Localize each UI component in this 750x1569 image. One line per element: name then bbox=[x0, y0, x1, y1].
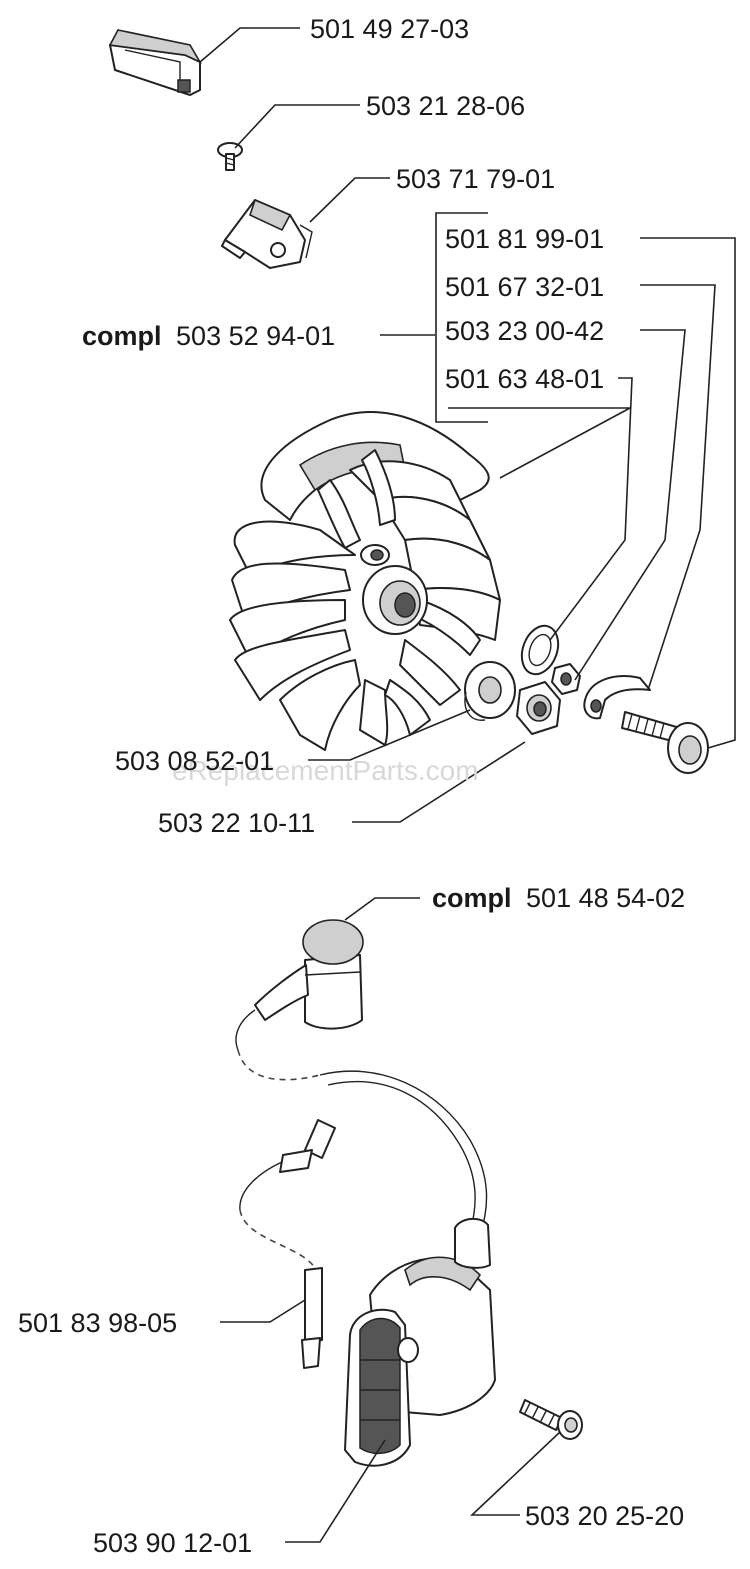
small-nut-part bbox=[551, 663, 581, 695]
nut-part bbox=[516, 681, 561, 735]
switch-block-part bbox=[108, 29, 202, 96]
ground-wire-part bbox=[239, 1119, 336, 1369]
module-screw-part bbox=[519, 1399, 583, 1440]
shoulder-screw-part bbox=[621, 711, 709, 774]
switch-bracket-part bbox=[221, 198, 313, 269]
part-label-503-20-25-20: 503 20 25-20 bbox=[525, 1501, 684, 1531]
spark-plug-cap-part bbox=[254, 919, 364, 1030]
part-label-501-49-27-03: 501 49 27-03 bbox=[310, 14, 469, 44]
washer-part bbox=[464, 661, 516, 721]
part-label-501-67-32-01: 501 67 32-01 bbox=[445, 272, 604, 302]
part-label-503-90-12-01: 503 90 12-01 bbox=[93, 1528, 252, 1558]
spring-washer-part bbox=[520, 624, 560, 676]
small-screw-part bbox=[217, 142, 243, 171]
compl-number: 503 52 94-01 bbox=[176, 321, 335, 351]
ht-lead-cable-lower bbox=[319, 1070, 488, 1236]
pawl-part bbox=[583, 675, 651, 720]
ht-lead-dashed bbox=[237, 1049, 321, 1081]
leader-lines bbox=[199, 27, 736, 1543]
part-label-503-22-10-11: 503 22 10-11 bbox=[158, 808, 315, 838]
part-label-503-21-28-06: 503 21 28-06 bbox=[366, 91, 525, 121]
compl-prefix: compl bbox=[82, 321, 162, 351]
ht-lead-cable bbox=[235, 1009, 256, 1051]
compl-prefix: compl bbox=[432, 883, 512, 913]
compl-number: 501 48 54-02 bbox=[526, 883, 685, 913]
ignition-module-part bbox=[344, 1217, 496, 1467]
part-label-compl-503-52-94-01: compl 503 52 94-01 bbox=[82, 321, 335, 351]
part-label-501-83-98-05: 501 83 98-05 bbox=[18, 1308, 177, 1338]
part-label-501-63-48-01: 501 63 48-01 bbox=[445, 364, 604, 394]
watermark-text: eReplacementParts.com bbox=[172, 755, 479, 786]
part-label-compl-501-48-54-02: compl 501 48 54-02 bbox=[432, 883, 685, 913]
part-label-501-81-99-01: 501 81 99-01 bbox=[445, 224, 604, 254]
ht-lead-cable-outline bbox=[327, 1081, 476, 1233]
part-label-503-23-00-42: 503 23 00-42 bbox=[445, 316, 604, 346]
part-label-503-08-52-01: 503 08 52-01 bbox=[115, 746, 274, 776]
part-label-503-71-79-01: 503 71 79-01 bbox=[396, 164, 555, 194]
flywheel-part bbox=[229, 411, 501, 751]
